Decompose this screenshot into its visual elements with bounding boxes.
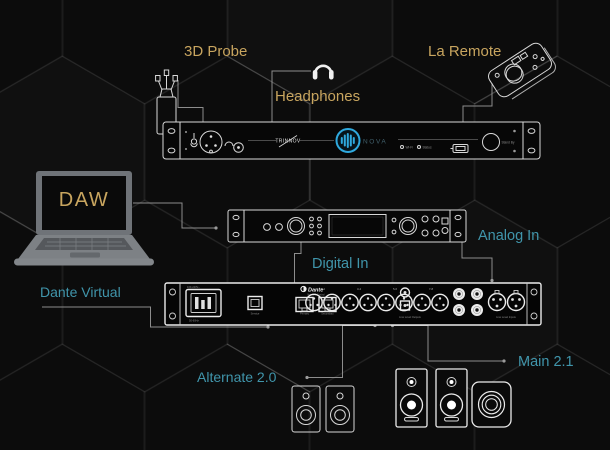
xlr-connector	[413, 293, 431, 312]
daw-label: DAW	[59, 189, 109, 211]
xlr-female-connector	[487, 290, 507, 312]
xlr-pair-label: 1-2	[321, 287, 325, 291]
nova-front-panel: TRINNOV NOVA Wi-Fi Status Stand By	[162, 121, 541, 160]
xlr-inputs: Line Level Inputs	[487, 290, 526, 319]
digital-in-label: Digital In	[312, 256, 368, 272]
inputs-group-label: Line Level Inputs	[496, 315, 516, 319]
probe-label: 3D Probe	[184, 43, 247, 60]
speaker-icon	[291, 385, 321, 433]
knob-icon	[399, 217, 417, 235]
xlr-connector	[395, 293, 413, 312]
remote-wire	[462, 83, 493, 123]
round-connectors	[453, 288, 483, 316]
converter-unit	[227, 209, 467, 243]
button-icon	[275, 223, 283, 231]
xlr-pair-label: 7-8	[429, 287, 433, 291]
status-led-label: Status	[423, 146, 432, 150]
main-label: Main 2.1	[518, 354, 574, 370]
speaker-icon	[395, 368, 428, 428]
xlr-input-icon	[199, 130, 223, 154]
status-led: Status	[417, 145, 432, 150]
button-grid	[421, 215, 440, 237]
subwoofer-icon	[471, 381, 512, 428]
speaker-icon	[435, 368, 468, 428]
speaker-icon	[325, 385, 355, 433]
xlr-pair-label: 5-6	[393, 287, 397, 291]
digital-in-wire	[294, 242, 302, 283]
analog-in-wire	[461, 242, 493, 280]
dante-wire	[42, 306, 267, 328]
standby-label: Stand By	[502, 141, 515, 145]
xlr-connector	[431, 293, 449, 312]
usb-service-label: Service	[251, 312, 260, 316]
alternate-wire	[308, 325, 374, 378]
laptop-icon	[14, 171, 154, 266]
button-icon	[263, 223, 271, 231]
knob-icon	[287, 217, 305, 235]
trinnov-logo-icon	[335, 128, 361, 153]
xlr-connector	[341, 293, 359, 312]
dante-virtual-label: Dante Virtual	[40, 284, 121, 300]
headphones-label: Headphones	[275, 88, 360, 105]
power-rating-bottom: 50-60Hz	[189, 319, 200, 323]
usb-port-icon	[450, 144, 469, 153]
eth-primary-label: Primary	[300, 312, 310, 316]
xlr-connector	[377, 293, 395, 312]
main-speakers	[395, 368, 512, 428]
xlr-pair-label: 3-4	[357, 287, 361, 291]
outputs-group-label: Line Level Outputs	[399, 315, 421, 319]
xlr-outputs: 1-2 3-4 5-6 7-8 Line Level Outputs	[305, 287, 449, 319]
remote-icon	[488, 42, 556, 100]
alternate-label: Alternate 2.0	[197, 369, 277, 385]
xlr-connector	[323, 293, 341, 312]
mic-input-icon	[190, 133, 198, 148]
headphone-jack-icon	[224, 141, 244, 153]
trinnov-wordmark: TRINNOV	[275, 135, 301, 148]
display-screen	[328, 214, 387, 238]
usb-service-port-icon: Service	[247, 295, 263, 316]
eth-secondary-label: Secondary	[321, 312, 334, 316]
button-grid	[309, 216, 322, 236]
xlr-connector	[359, 293, 377, 312]
connection-lines	[42, 70, 506, 380]
headphones-icon	[312, 64, 334, 80]
model-name-text: NOVA	[363, 139, 387, 146]
ethernet-primary-icon: Primary	[295, 296, 314, 316]
wifi-led: Wi-Fi	[400, 145, 414, 150]
probe-wire	[177, 80, 204, 123]
xlr-female-connector	[506, 290, 526, 312]
power-inlet-icon	[185, 288, 222, 318]
remote-label: La Remote	[428, 43, 501, 60]
wifi-led-label: Wi-Fi	[406, 146, 414, 150]
power-rating-top: 100-240V~	[187, 285, 200, 289]
standby-button-icon: Stand By	[482, 133, 515, 151]
dante-logo-text: Dante	[308, 288, 323, 294]
daw-wire	[133, 202, 215, 229]
alternate-speakers	[291, 385, 355, 433]
headphones-wire	[271, 70, 311, 123]
analog-in-label: Analog In	[478, 228, 539, 244]
xlr-connector	[305, 293, 323, 312]
rear-panel: 100-240V~ 50-60Hz Service Dante Network …	[164, 282, 542, 326]
